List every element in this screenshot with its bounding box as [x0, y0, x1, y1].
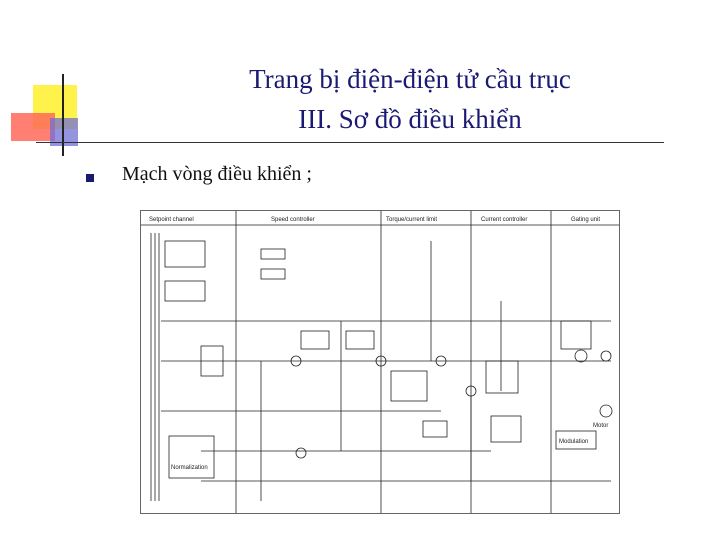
- svg-text:Gating unit: Gating unit: [571, 217, 600, 223]
- svg-text:Current controller: Current controller: [481, 217, 527, 223]
- slide-title-line-1: Trang bị điện-điện tử cầu trục: [249, 64, 571, 94]
- svg-text:Modulation: Modulation: [559, 439, 588, 445]
- decor-red-square: [11, 113, 55, 141]
- svg-text:Speed controller: Speed controller: [271, 217, 315, 223]
- bullet-square-icon: [86, 174, 94, 182]
- svg-text:Torque/current limit: Torque/current limit: [386, 217, 437, 223]
- bullet-text: Mạch vòng điều khiển ;: [122, 163, 312, 185]
- control-loop-diagram-svg: Setpoint channel Speed controller Torque…: [141, 211, 619, 513]
- svg-text:Normalization: Normalization: [171, 465, 208, 471]
- control-loop-diagram: Setpoint channel Speed controller Torque…: [140, 210, 620, 514]
- decor-blue-square: [50, 118, 78, 146]
- slide-title-line-2: III. Sơ đồ điều khiển: [298, 104, 522, 134]
- svg-text:Motor: Motor: [593, 423, 608, 429]
- svg-text:Setpoint channel: Setpoint channel: [149, 217, 194, 223]
- decor-vertical-line: [62, 74, 64, 156]
- decor-horizontal-rule: [36, 142, 664, 143]
